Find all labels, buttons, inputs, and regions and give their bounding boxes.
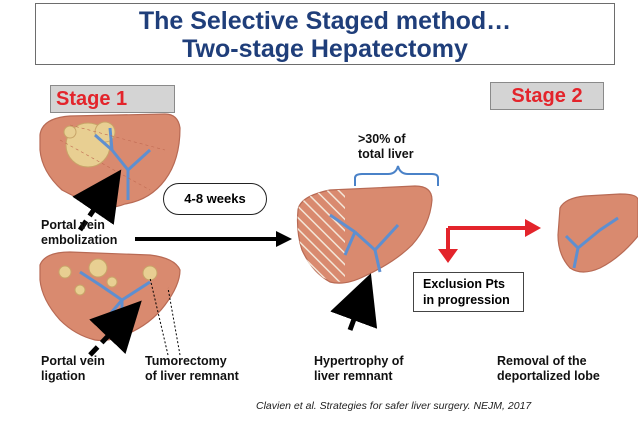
title-line-1: The Selective Staged method… <box>138 7 512 35</box>
liver-remnant-illustration <box>557 193 638 273</box>
remnant-brace <box>354 165 439 186</box>
interval-label: 4-8 weeks <box>163 183 267 215</box>
removal-label: Removal of the deportalized lobe <box>497 354 600 383</box>
tumorectomy-pointer-2 <box>167 287 181 356</box>
hypertrophy-arrow <box>330 273 378 331</box>
citation: Clavien et al. Strategies for safer live… <box>256 400 532 412</box>
title-box: The Selective Staged method… Two-stage H… <box>35 3 615 65</box>
hypertrophy-label: Hypertrophy of liver remnant <box>314 354 404 383</box>
ligation-arrow <box>88 300 142 357</box>
liver-hypertrophy-illustration <box>296 185 433 284</box>
liver-ligation-illustration <box>39 251 181 342</box>
stage-1-label: Stage 1 <box>50 85 175 113</box>
tumorectomy-pointer-1 <box>149 277 169 356</box>
title-line-2: Two-stage Hepatectomy <box>182 35 468 63</box>
embolization-label: Portal vein embolization <box>41 218 118 247</box>
liver-embolization-illustration <box>39 113 181 208</box>
exclusion-box: Exclusion Pts in progression <box>413 272 524 312</box>
embolization-arrow <box>72 169 122 232</box>
tumorectomy-label: Tumorectomy of liver remnant <box>145 354 239 383</box>
stage-2-label: Stage 2 <box>490 82 604 110</box>
percent-total-liver-label: >30% of total liver <box>358 132 414 161</box>
ligation-label: Portal vein ligation <box>41 354 105 383</box>
